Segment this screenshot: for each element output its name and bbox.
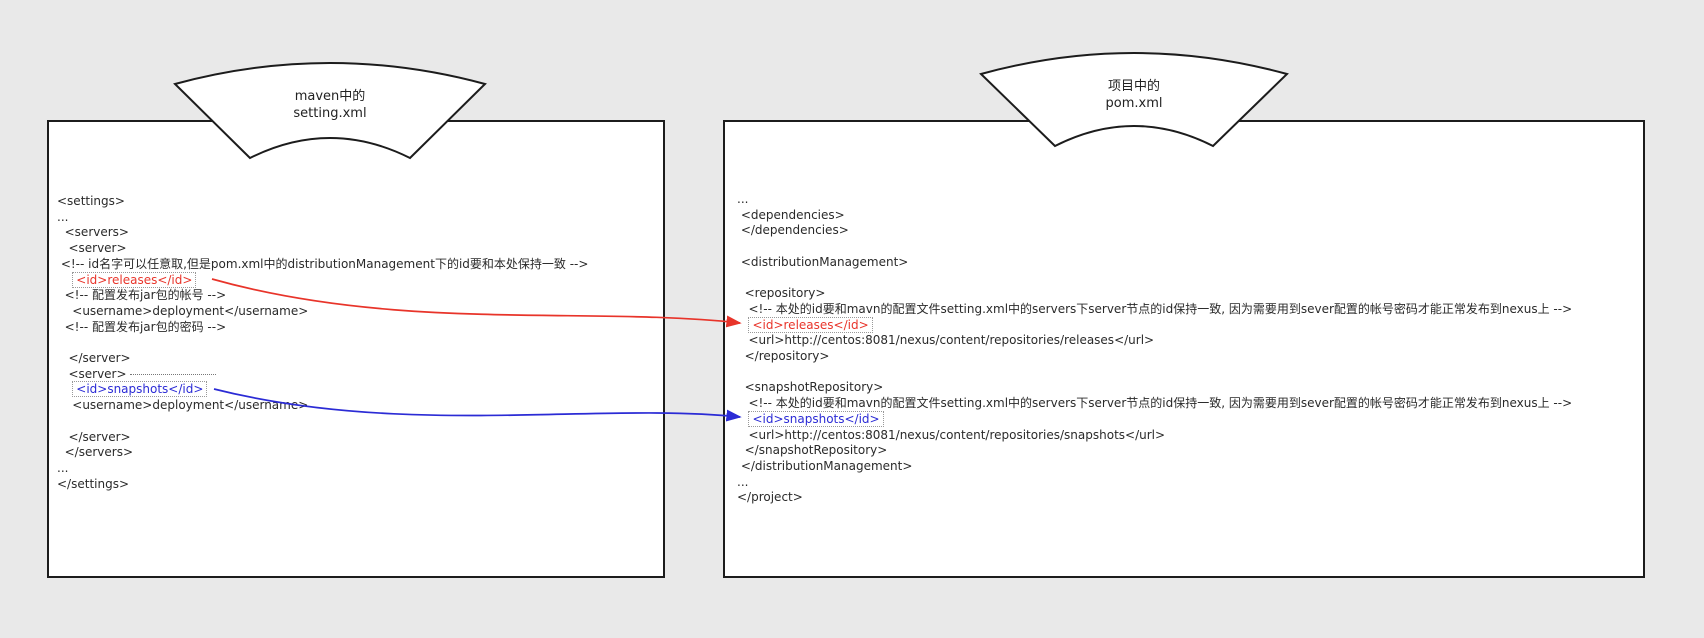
- code-line: </settings>: [57, 477, 588, 493]
- code-line: </server>: [57, 351, 588, 367]
- pom-xml-banner: 项目中的 pom.xml: [976, 44, 1292, 154]
- snapshots-id-left: <id>snapshots</id>: [72, 381, 208, 398]
- code-text: ...: [57, 460, 69, 475]
- banner-fan-shape: [173, 62, 487, 160]
- code-line: <!-- id名字可以任意取,但是pom.xml中的distributionMa…: [57, 256, 589, 273]
- code-line: <!-- 配置发布jar包的密码 -->: [57, 320, 588, 336]
- code-line: ...: [737, 475, 1572, 491]
- code-text: </dependencies>: [737, 223, 849, 238]
- code-text: <!-- 配置发布jar包的密码 -->: [57, 319, 227, 334]
- code-text: <server>: [57, 241, 127, 256]
- code-line: <url>http://centos:8081/nexus/content/re…: [737, 333, 1572, 349]
- pom-xml-panel: ... <dependencies> </dependencies> <dist…: [723, 120, 1645, 578]
- code-text: <distributionManagement>: [737, 254, 909, 269]
- code-text: </project>: [737, 490, 803, 505]
- code-line: <settings>: [57, 194, 588, 210]
- code-line: <id>snapshots</id>: [57, 381, 588, 398]
- code-text: <url>http://centos:8081/nexus/content/re…: [737, 427, 1166, 442]
- banner-label-line2: setting.xml: [293, 106, 367, 121]
- code-text: <snapshotRepository>: [737, 380, 884, 395]
- settings-xml-code: <settings>... <servers> <server> <!-- id…: [57, 194, 588, 492]
- code-line: <url>http://centos:8081/nexus/content/re…: [737, 428, 1572, 444]
- code-line: </snapshotRepository>: [737, 443, 1572, 459]
- pom-xml-banner-label: 项目中的 pom.xml: [976, 78, 1292, 112]
- code-line: <servers>: [57, 225, 588, 241]
- code-line: <username>deployment</username>: [57, 304, 588, 320]
- snapshots-id-right: <id>snapshots</id>: [748, 410, 884, 427]
- code-line: </project>: [737, 490, 1572, 506]
- banner-label-line1: 项目中的: [1107, 79, 1160, 94]
- code-line: <!-- 本处的id要和mavn的配置文件setting.xml中的server…: [737, 396, 1572, 412]
- code-line: [737, 365, 1572, 381]
- releases-id-right: <id>releases</id>: [748, 316, 873, 333]
- pom-xml-code: ... <dependencies> </dependencies> <dist…: [737, 192, 1572, 506]
- code-line: <distributionManagement>: [737, 255, 1572, 271]
- code-text: </distributionManagement>: [737, 458, 913, 473]
- code-text: </repository>: [737, 349, 830, 363]
- code-text: <!-- 本处的id要和mavn的配置文件setting.xml中的server…: [737, 396, 1573, 411]
- code-text: [737, 412, 748, 426]
- code-text: <username>deployment</username>: [57, 303, 309, 318]
- code-text: <url>http://centos:8081/nexus/content/re…: [737, 333, 1155, 348]
- code-text: [57, 273, 72, 287]
- code-text: </server>: [57, 429, 131, 444]
- code-line: <id>snapshots</id>: [737, 410, 1572, 428]
- code-line: <username>deployment</username>: [57, 398, 588, 414]
- code-line: <server>: [57, 367, 588, 383]
- code-text: <username>deployment</username>: [57, 398, 309, 413]
- code-text: </settings>: [57, 476, 130, 491]
- code-text: <settings>: [57, 194, 125, 208]
- code-text: <repository>: [737, 286, 826, 301]
- code-text: <!-- 配置发布jar包的帐号 -->: [57, 288, 227, 303]
- code-text: <!-- 本处的id要和mavn的配置文件setting.xml中的server…: [737, 301, 1573, 316]
- settings-xml-banner: maven中的 setting.xml: [170, 54, 490, 166]
- code-text: </server>: [57, 351, 131, 366]
- banner-label-line1: maven中的: [294, 89, 366, 104]
- code-text: </servers>: [57, 445, 134, 460]
- code-text: ...: [737, 474, 749, 489]
- code-line: ...: [737, 192, 1572, 208]
- code-text: <server>: [57, 366, 127, 381]
- code-line: </dependencies>: [737, 223, 1572, 239]
- code-line: </servers>: [57, 445, 588, 461]
- code-text: ...: [737, 192, 749, 206]
- code-text: [737, 318, 748, 332]
- code-text: ...: [57, 209, 69, 224]
- banner-label-line2: pom.xml: [1105, 96, 1163, 111]
- code-text: <dependencies>: [737, 207, 845, 222]
- code-line: <!-- 配置发布jar包的帐号 -->: [57, 288, 588, 304]
- code-line: [737, 239, 1572, 255]
- code-line: <id>releases</id>: [57, 271, 588, 289]
- code-line: [57, 335, 588, 351]
- code-line: <dependencies>: [737, 208, 1572, 224]
- code-text: <servers>: [57, 225, 129, 240]
- settings-xml-panel: <settings>... <servers> <server> <!-- id…: [47, 120, 665, 578]
- code-line: <server>: [57, 241, 588, 257]
- code-line: [737, 271, 1572, 287]
- code-line: <!-- 本处的id要和mavn的配置文件setting.xml中的server…: [737, 302, 1572, 318]
- code-line: ...: [57, 210, 588, 226]
- settings-xml-banner-label: maven中的 setting.xml: [170, 88, 490, 122]
- code-line: [57, 414, 588, 430]
- code-line: </distributionManagement>: [737, 459, 1572, 475]
- code-text: [57, 382, 72, 396]
- code-line: </server>: [57, 430, 588, 446]
- releases-id-left: <id>releases</id>: [72, 271, 197, 288]
- code-line: ...: [57, 461, 588, 477]
- code-text: </snapshotRepository>: [737, 443, 888, 458]
- code-line: </repository>: [737, 349, 1572, 365]
- code-text: <!-- id名字可以任意取,但是pom.xml中的distributionMa…: [57, 256, 589, 271]
- dotted-selection-trail: [129, 373, 216, 375]
- code-line: <id>releases</id>: [737, 316, 1572, 334]
- code-line: <snapshotRepository>: [737, 380, 1572, 396]
- banner-fan-shape: [979, 52, 1289, 148]
- code-line: <repository>: [737, 286, 1572, 302]
